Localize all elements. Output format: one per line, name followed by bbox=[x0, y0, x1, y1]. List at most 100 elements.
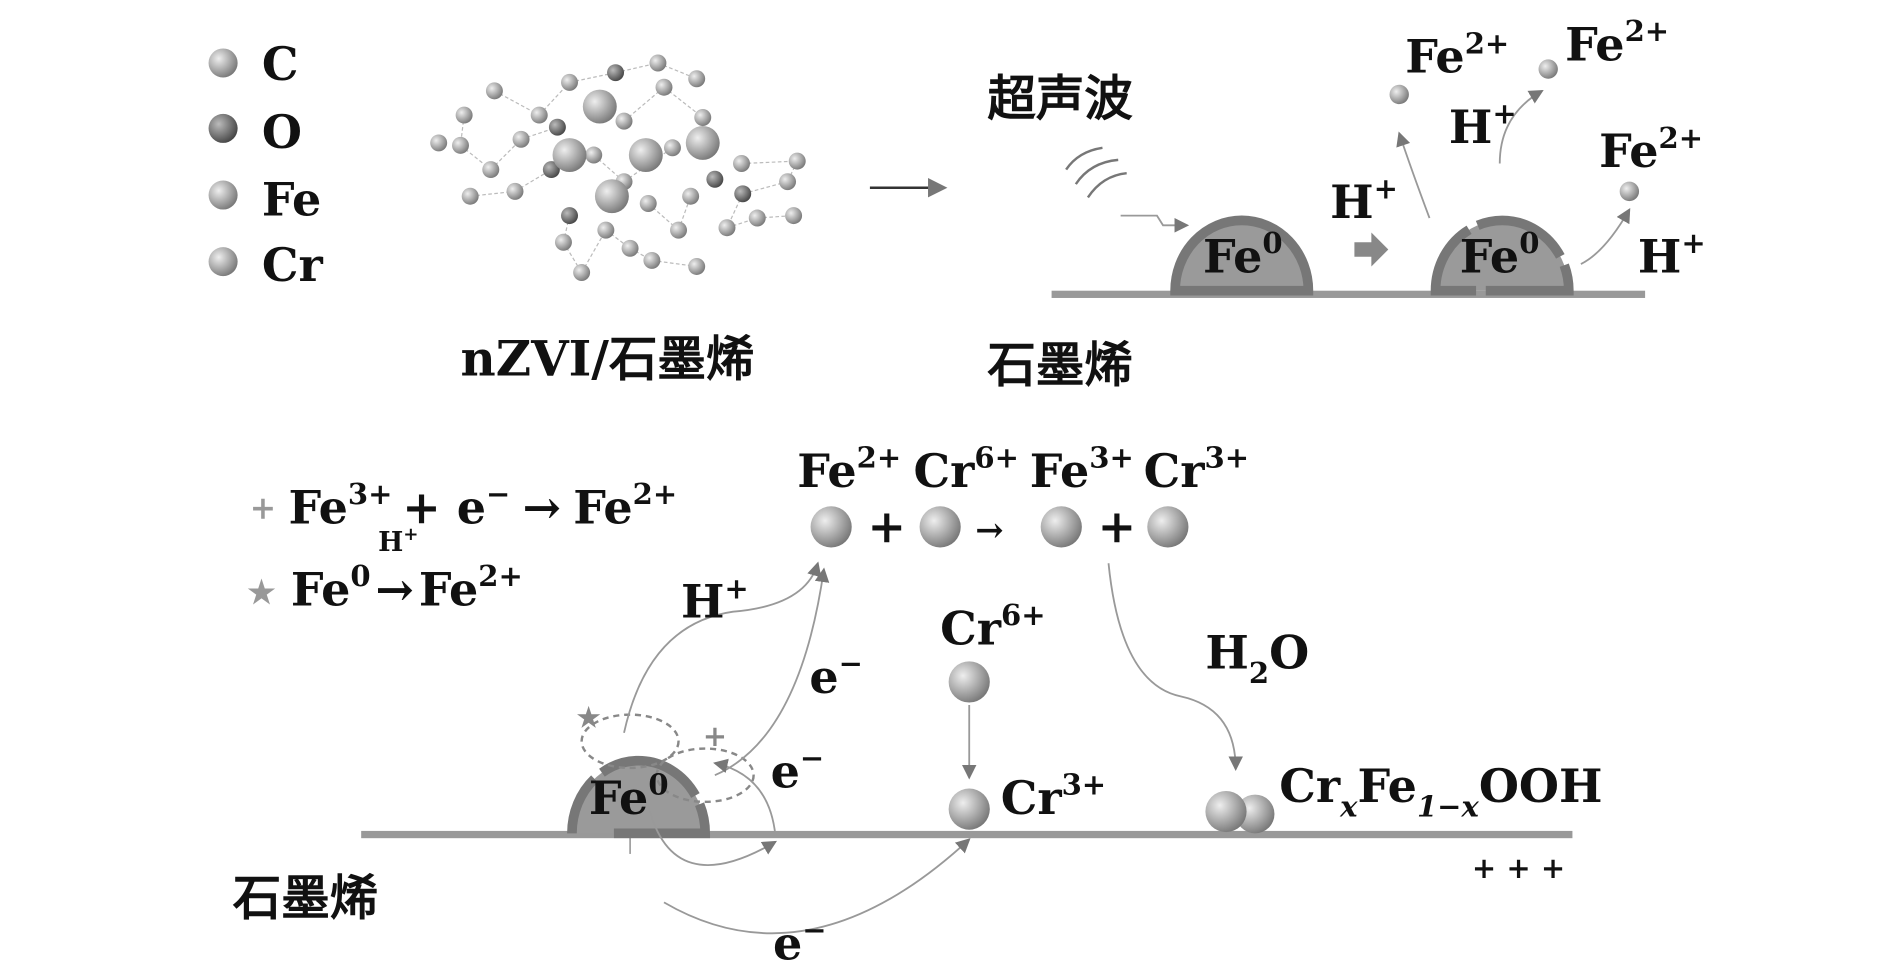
lattice-atom bbox=[779, 173, 797, 191]
lattice-atom bbox=[561, 207, 578, 225]
fe0-sup-bottom: 0 bbox=[648, 768, 668, 802]
legend-cr-label: Cr bbox=[262, 238, 324, 292]
e-minus-base-3: e bbox=[773, 916, 802, 969]
product-sub-x: x bbox=[1339, 789, 1358, 823]
cr3-label: Cr3+ bbox=[1001, 768, 1106, 825]
cr3-base: Cr bbox=[1001, 771, 1063, 825]
rx-cr3-sup: 3+ bbox=[1205, 441, 1250, 475]
e-minus-base-2: e bbox=[771, 744, 800, 798]
cr6-ball bbox=[948, 661, 990, 703]
lattice-atom bbox=[554, 233, 572, 251]
fe0-label-bottom: Fe0 bbox=[589, 768, 669, 825]
legend: C O Fe Cr bbox=[208, 37, 324, 292]
cr6-base: Cr bbox=[940, 601, 1002, 655]
dashed-ring bbox=[655, 747, 755, 804]
lattice-atom bbox=[573, 264, 591, 282]
h-plus-label: H+ bbox=[1330, 172, 1398, 229]
h-plus-label-2: H+ bbox=[1449, 97, 1517, 154]
fe2-sup-2: 2+ bbox=[1625, 14, 1670, 48]
lattice-atom bbox=[734, 185, 752, 203]
release-arrow-3 bbox=[1580, 207, 1631, 265]
plus-site-icon: + bbox=[703, 719, 727, 753]
rx-cr6: Cr6+ bbox=[914, 441, 1019, 498]
fe0-label: Fe0 bbox=[1203, 226, 1283, 283]
cr6-label: Cr6+ bbox=[940, 598, 1045, 655]
h-plus-sup-bottom: + bbox=[724, 571, 748, 605]
fe0-sup: 0 bbox=[1262, 226, 1282, 260]
plus-marker-icon: + bbox=[250, 489, 276, 526]
precipitation-arrow bbox=[1107, 563, 1243, 771]
cr3-ball bbox=[948, 788, 990, 830]
legend-fe-label: Fe bbox=[262, 173, 321, 227]
ultrasound-scheme: 超声波 Fe0 H+ Fe0 Fe2+ Fe2+ H+ Fe2+ H+ 石墨烯 bbox=[987, 14, 1705, 393]
e-minus-1: e− bbox=[809, 646, 863, 703]
fe0-particle-bottom bbox=[567, 755, 711, 839]
eq2-rhs: Fe bbox=[419, 563, 478, 617]
lattice-atom bbox=[482, 161, 500, 179]
release-arrow-1 bbox=[1396, 131, 1431, 219]
eq2-over: H+ bbox=[378, 524, 418, 558]
lattice-atom bbox=[452, 136, 469, 154]
flow-arrow bbox=[713, 758, 777, 836]
lattice-atom bbox=[748, 209, 766, 227]
nzvi-graphene-structure bbox=[430, 54, 806, 282]
fe-nanoparticle-atom bbox=[594, 179, 629, 214]
lattice-atom bbox=[733, 155, 750, 172]
lattice-bond bbox=[741, 160, 798, 165]
positive-charges: + + + bbox=[1472, 851, 1565, 885]
lattice-bond bbox=[623, 86, 665, 122]
corroded-fe0-particle bbox=[1430, 215, 1574, 296]
lattice-atom bbox=[607, 64, 625, 82]
rx-cr6-base: Cr bbox=[914, 444, 976, 498]
eq2-lhs-sup: 0 bbox=[350, 559, 370, 593]
h2o-label: H2O bbox=[1205, 626, 1309, 691]
eq1-mid: + e bbox=[402, 480, 486, 534]
lattice-atom bbox=[718, 219, 736, 237]
eq2-lhs: Fe bbox=[291, 563, 350, 617]
legend-c-ball bbox=[208, 48, 238, 78]
lattice-atom bbox=[485, 82, 503, 100]
h-plus-base-2: H bbox=[1449, 100, 1492, 154]
graphene-label-top: 石墨烯 bbox=[987, 338, 1132, 394]
h2o-h: H bbox=[1205, 626, 1248, 680]
h-plus-sup-3: + bbox=[1681, 226, 1705, 260]
rx-fe2: Fe2+ bbox=[797, 441, 901, 498]
eq1-arrow: → bbox=[523, 480, 562, 534]
e-minus-sup-2: − bbox=[800, 741, 824, 775]
lattice-bond bbox=[623, 147, 673, 183]
fe2-ion-3 bbox=[1619, 181, 1640, 202]
fe0-base-2: Fe bbox=[1460, 230, 1519, 284]
eq1-mid-sup: − bbox=[486, 477, 510, 511]
rx-fe3-ball bbox=[1040, 506, 1082, 548]
eq1-rhs-sup: 2+ bbox=[633, 477, 678, 511]
h-plus-bottom: H+ bbox=[681, 571, 749, 628]
lattice-atom bbox=[621, 239, 639, 257]
graphene-sheet bbox=[1051, 290, 1646, 298]
fe-nanoparticle-atom bbox=[582, 89, 617, 124]
rx-plus-1: + bbox=[867, 500, 906, 554]
transition-arrow bbox=[1354, 232, 1389, 267]
rx-fe3: Fe3+ bbox=[1030, 441, 1134, 498]
lattice-atom bbox=[639, 195, 657, 212]
e-minus-3: e− bbox=[773, 913, 827, 969]
fe2-label-3: Fe2+ bbox=[1599, 121, 1703, 178]
fe0-base: Fe bbox=[1203, 230, 1262, 284]
lattice-atom bbox=[585, 146, 603, 164]
lattice-atom bbox=[455, 106, 473, 124]
lattice-atom bbox=[542, 161, 560, 179]
lattice-atom bbox=[655, 78, 673, 96]
product-sub-1-x: 1−x bbox=[1417, 789, 1480, 823]
lattice-bond bbox=[494, 90, 540, 116]
rx-cr3: Cr3+ bbox=[1144, 441, 1249, 498]
lattice-bond bbox=[562, 215, 571, 243]
lattice-atom bbox=[670, 221, 688, 239]
h-plus-label-3: H+ bbox=[1638, 226, 1706, 283]
product-ooh: OOH bbox=[1479, 759, 1603, 813]
product-fe: Fe bbox=[1358, 759, 1417, 813]
flow-arrow bbox=[647, 805, 777, 866]
cr3-sup: 3+ bbox=[1062, 768, 1107, 802]
h2o-o: O bbox=[1269, 626, 1309, 680]
rx-fe3-sup: 3+ bbox=[1089, 441, 1134, 475]
